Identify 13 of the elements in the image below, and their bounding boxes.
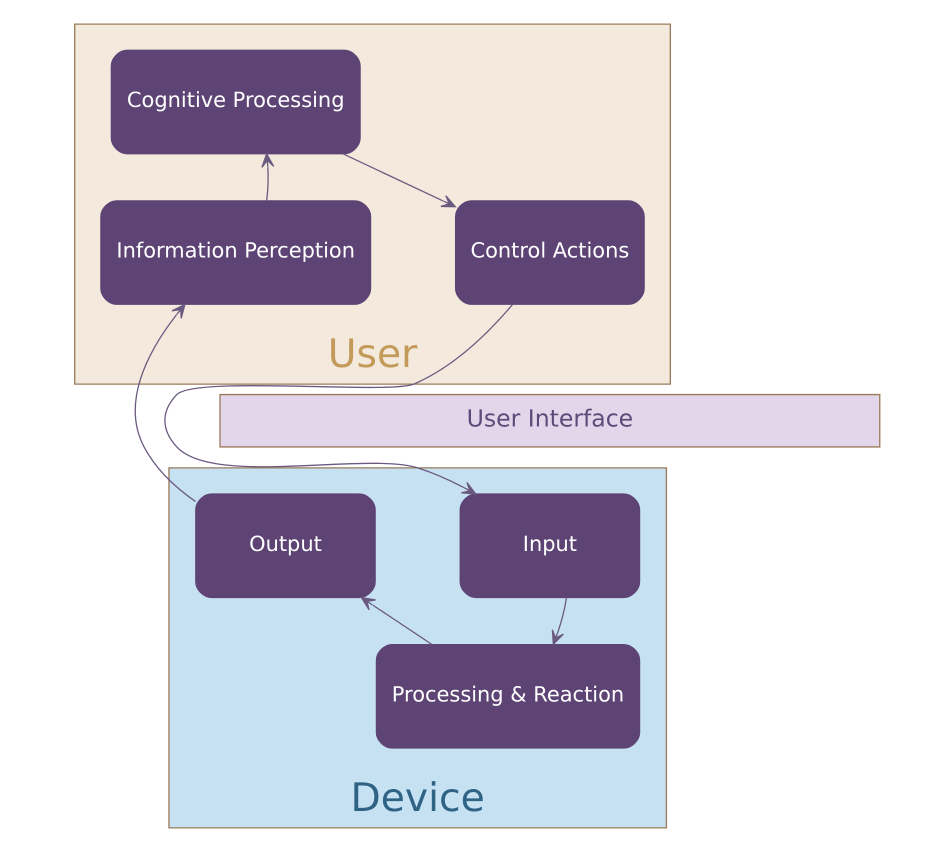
arrow [360,596,432,646]
arrow [551,597,567,645]
node-box: User Interface [218,394,880,448]
node-box: Cognitive Processing [110,50,360,154]
arrow [134,304,196,502]
arrow [342,153,456,208]
arrow [164,304,513,495]
node-box: Processing & Reaction [375,644,640,749]
node-box: Input [459,493,640,598]
node-box: Output [194,493,376,598]
arrow [260,153,274,201]
node-box: Information Perception [100,200,371,305]
node-box: Control Actions [454,200,644,305]
